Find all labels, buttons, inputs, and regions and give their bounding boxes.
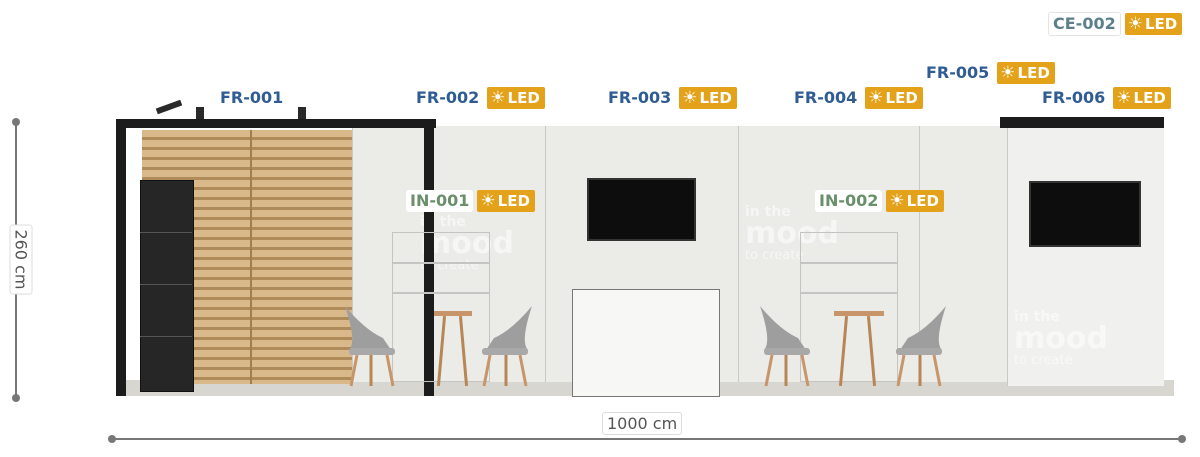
label-fr006[interactable]: FR-006 ☀LED [1038,87,1171,109]
shelf [392,262,490,264]
chair [482,306,532,387]
width-dimension-label: 1000 cm [602,412,683,435]
label-fr003[interactable]: FR-003 ☀LED [604,87,737,109]
led-badge: ☀LED [487,87,545,109]
frame-right-post [424,119,434,396]
component-code: FR-005 [922,62,994,84]
label-ce002[interactable]: CE-002 ☀LED [1048,12,1183,36]
label-fr002[interactable]: FR-002 ☀LED [412,87,545,109]
frame-left-post [116,119,126,396]
led-badge: ☀LED [1113,87,1171,109]
width-dimension-line [112,438,1182,440]
dimension-endpoint [1178,435,1186,443]
bistro-table [834,311,884,316]
cabinet-shelf [140,232,192,233]
sun-icon: ☀ [868,88,884,108]
cabinet-shelf [140,284,192,285]
led-badge: ☀LED [865,87,923,109]
cabinet-shelf [140,336,192,337]
led-badge: ☀LED [679,87,737,109]
frame-header-fr006 [1000,117,1164,128]
height-dimension-label: 260 cm [9,224,33,295]
wall-shelving [392,232,490,382]
wall-panel-fr006 [1007,126,1164,386]
shelf [800,292,898,294]
spotlight-icon [196,107,204,119]
label-fr001[interactable]: FR-001 [216,87,288,109]
sun-icon: ☀ [1000,63,1016,83]
dimension-endpoint [12,118,20,126]
component-code: FR-001 [216,87,288,109]
shelf [392,292,490,294]
spotlight-icon [298,107,306,119]
led-badge: ☀LED [1124,13,1183,35]
chair [896,306,946,387]
sun-icon: ☀ [1116,88,1132,108]
chair [345,306,395,387]
led-badge: ☀LED [997,62,1055,84]
bistro-table [434,311,472,316]
sun-icon: ☀ [1127,14,1143,34]
label-in001[interactable]: IN-001 ☀LED [406,190,535,212]
component-code: CE-002 [1048,12,1121,36]
component-code: FR-002 [412,87,484,109]
tv-screen [587,178,696,241]
component-code: FR-004 [790,87,862,109]
sun-icon: ☀ [480,191,496,211]
tv-screen [1029,181,1141,247]
component-code: FR-006 [1038,87,1110,109]
led-badge: ☀LED [886,190,944,212]
sun-icon: ☀ [682,88,698,108]
slat-wall-divider [250,130,252,384]
sun-icon: ☀ [490,88,506,108]
chair [760,306,810,387]
label-fr004[interactable]: FR-004 ☀LED [790,87,923,109]
reception-counter [572,289,720,397]
component-code: IN-002 [815,190,883,212]
sun-icon: ☀ [889,191,905,211]
dimension-endpoint [108,435,116,443]
dimension-endpoint [12,394,20,402]
shelf [800,262,898,264]
frame-top-beam [116,119,436,128]
component-code: FR-003 [604,87,676,109]
wall-shelving [800,232,898,382]
label-fr005[interactable]: FR-005 ☀LED [922,62,1055,84]
component-code: IN-001 [406,190,474,212]
label-in002[interactable]: IN-002 ☀LED [815,190,944,212]
spotlight-icon [155,99,183,115]
led-badge: ☀LED [477,190,535,212]
display-cabinet [140,180,194,392]
